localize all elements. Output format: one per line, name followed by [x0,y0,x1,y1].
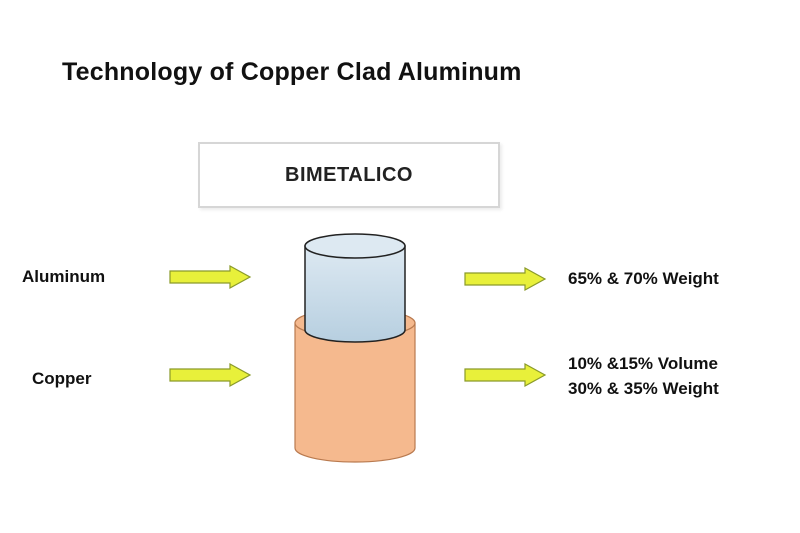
aluminum-share-label: 65% & 70% Weight [568,269,719,288]
copper-label: Copper [32,369,92,388]
copper-weight-label: 30% & 35% Weight [568,379,719,398]
diagram-title: Technology of Copper Clad Aluminum [62,58,522,86]
aluminum-core [304,233,406,343]
arrow-right-icon [464,362,547,388]
copper-volume-label: 10% &15% Volume [568,354,718,373]
copper-clad-aluminum-cylinder [294,233,416,463]
arrow-right-icon [464,266,547,292]
arrow-right-icon [169,362,252,388]
arrow-right-icon [169,264,252,290]
bimetalico-box: BIMETALICO [198,142,500,208]
bimetalico-label: BIMETALICO [285,163,413,186]
aluminum-label: Aluminum [22,267,106,286]
